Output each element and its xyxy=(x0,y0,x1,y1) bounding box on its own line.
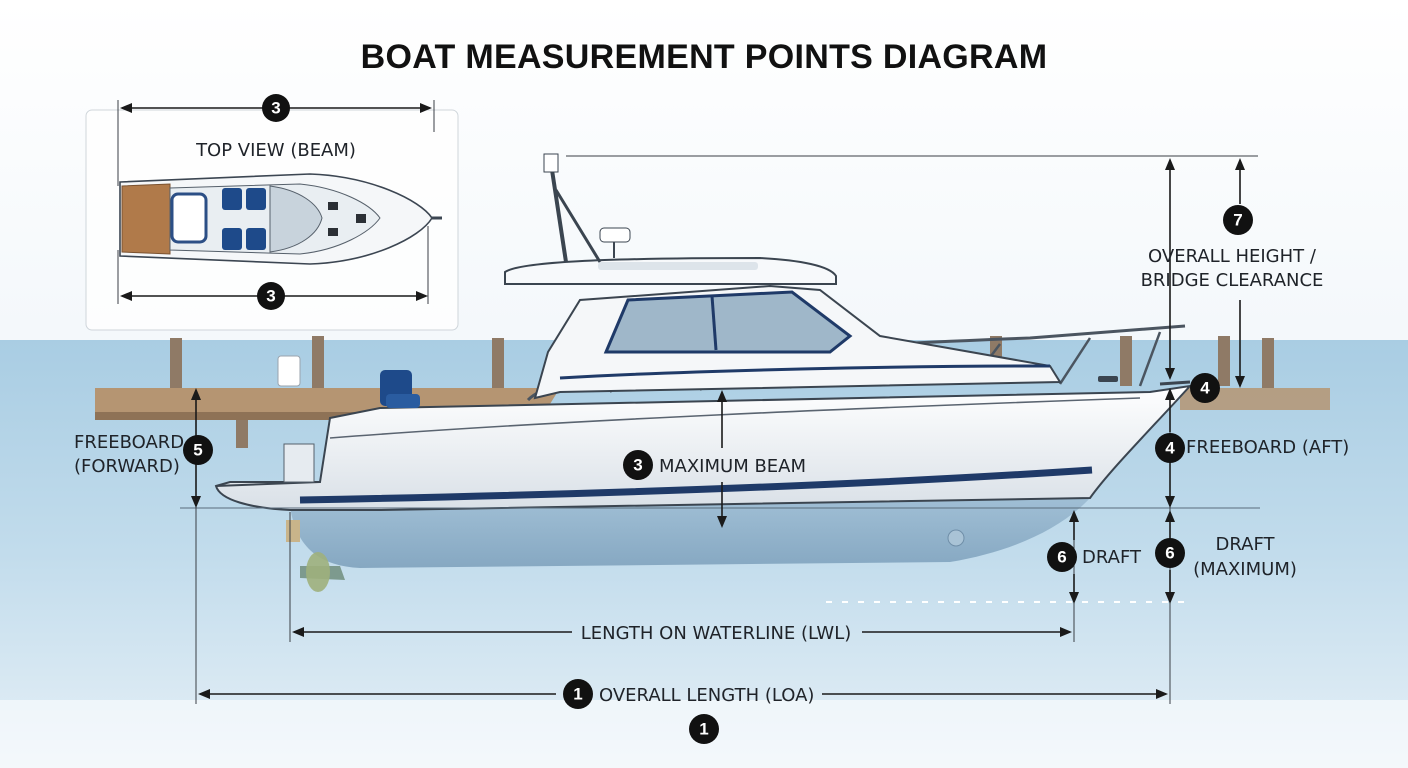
boat-side-view xyxy=(214,153,1193,592)
svg-text:4: 4 xyxy=(1200,379,1210,398)
draft-maximum-label-line1: DRAFT xyxy=(1216,534,1276,555)
badge-freeboard-forward: 5 xyxy=(183,435,213,465)
svg-text:3: 3 xyxy=(633,456,642,475)
diagram-title: BOAT MEASUREMENT POINTS DIAGRAM xyxy=(361,38,1048,76)
badge-maximum-beam: 3 xyxy=(623,450,653,480)
badge-overall-height: 7 xyxy=(1223,205,1253,235)
badge-draft: 6 xyxy=(1047,542,1077,572)
overall-height-label-line1: OVERALL HEIGHT / xyxy=(1148,246,1317,267)
badge-deck-point: 4 xyxy=(1190,373,1220,403)
svg-text:3: 3 xyxy=(271,99,280,118)
svg-text:7: 7 xyxy=(1233,211,1242,230)
svg-text:6: 6 xyxy=(1057,548,1066,567)
svg-text:1: 1 xyxy=(699,720,708,739)
freeboard-forward-label-line2: (FORWARD) xyxy=(74,456,180,477)
badge-top-view-beam-top: 3 xyxy=(262,94,290,122)
badge-top-view-beam-bottom: 3 xyxy=(257,282,285,310)
overall-height-label-line2: BRIDGE CLEARANCE xyxy=(1141,270,1324,291)
maximum-beam-label: MAXIMUM BEAM xyxy=(659,456,806,477)
lwl-label: LENGTH ON WATERLINE (LWL) xyxy=(581,623,852,644)
svg-text:1: 1 xyxy=(573,685,582,704)
top-view-boat xyxy=(119,173,442,265)
badge-freeboard-aft: 4 xyxy=(1155,433,1185,463)
svg-text:5: 5 xyxy=(193,441,202,460)
freeboard-forward-label-line1: FREEBOARD xyxy=(74,432,184,453)
draft-label: DRAFT xyxy=(1082,547,1142,568)
loa-label: OVERALL LENGTH (LOA) xyxy=(599,685,814,706)
svg-text:6: 6 xyxy=(1165,544,1174,563)
badge-draft-maximum: 6 xyxy=(1155,538,1185,568)
badge-loa-bottom: 1 xyxy=(689,714,719,744)
badge-loa: 1 xyxy=(563,679,593,709)
svg-text:4: 4 xyxy=(1165,439,1175,458)
svg-text:3: 3 xyxy=(266,287,275,306)
draft-maximum-label-line2: (MAXIMUM) xyxy=(1193,559,1297,580)
top-view-label: TOP VIEW (BEAM) xyxy=(195,140,356,161)
freeboard-aft-label: FREEBOARD (AFT) xyxy=(1186,437,1349,458)
